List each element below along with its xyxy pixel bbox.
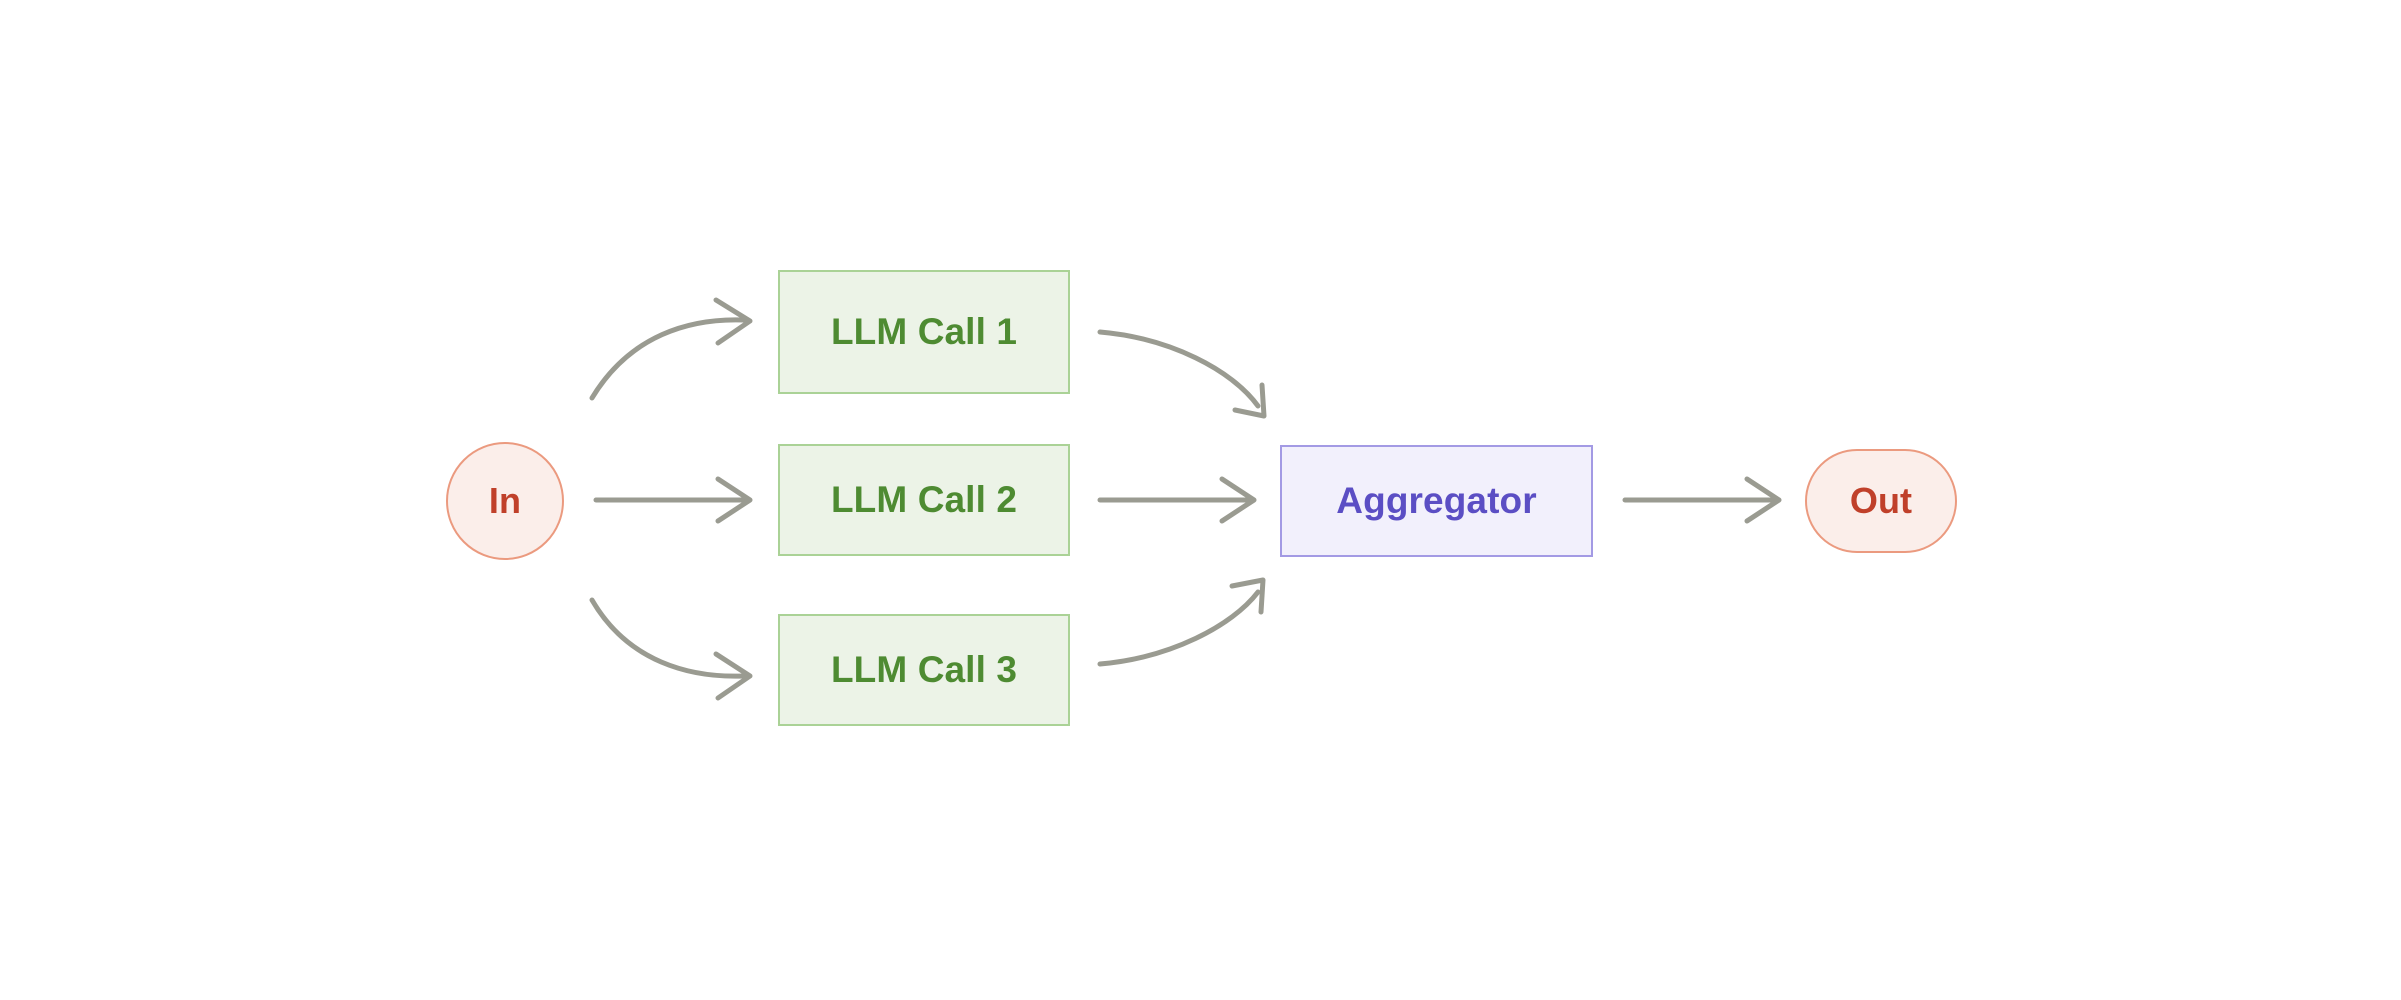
edge-llm-call-1-to-aggregator	[1097, 329, 1267, 419]
node-llm-call-3[interactable]: LLM Call 3	[778, 614, 1070, 726]
edge-in-to-llm-call-1	[589, 297, 753, 401]
node-in[interactable]: In	[446, 442, 564, 560]
node-out-label: Out	[1849, 480, 1913, 521]
node-aggregator-label: Aggregator	[1336, 480, 1537, 521]
node-llm-call-3-label: LLM Call 3	[830, 649, 1018, 690]
edge-llm-call-2-to-aggregator	[1097, 476, 1257, 524]
edge-in-to-llm-call-3	[589, 597, 753, 701]
node-llm-call-1[interactable]: LLM Call 1	[778, 270, 1070, 394]
node-llm-call-1-label: LLM Call 1	[830, 311, 1018, 352]
node-in-label: In	[488, 480, 522, 521]
node-out[interactable]: Out	[1805, 449, 1957, 553]
node-aggregator[interactable]: Aggregator	[1280, 445, 1593, 557]
node-llm-call-2[interactable]: LLM Call 2	[778, 444, 1070, 556]
edge-aggregator-to-out	[1622, 476, 1782, 524]
edge-in-to-llm-call-2	[593, 476, 753, 524]
node-llm-call-2-label: LLM Call 2	[830, 479, 1018, 520]
edge-llm-call-3-to-aggregator	[1097, 577, 1266, 667]
